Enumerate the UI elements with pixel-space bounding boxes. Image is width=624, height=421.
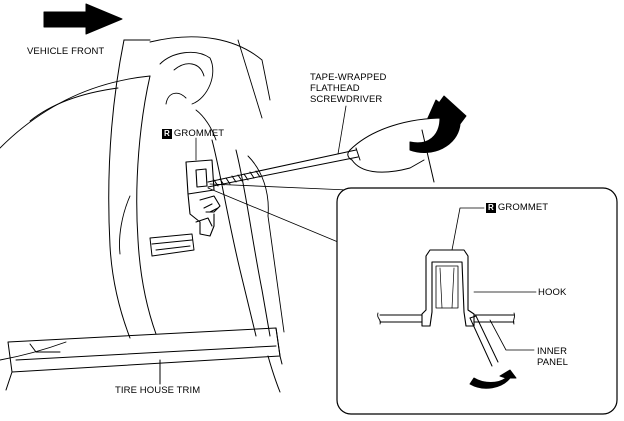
- rotation-arrow-detail-icon: [469, 369, 517, 389]
- tool-label-line-2: FLATHEAD: [310, 83, 360, 94]
- tool-label-line-1: TAPE-WRAPPED: [310, 72, 387, 83]
- leader-lines: [159, 105, 347, 383]
- rotation-arrow-main-icon: [409, 95, 467, 153]
- pillar-panel: [108, 39, 271, 339]
- inner-panel-label-line-2: PANEL: [537, 357, 568, 368]
- grommet-label-text: GROMMET: [173, 128, 225, 139]
- grommet-part: [185, 159, 221, 237]
- tire-house-trim: [5, 327, 283, 393]
- detail-box: [336, 187, 618, 415]
- screwdriver: [207, 117, 457, 188]
- inner-panel-label-line-1: INNER: [537, 346, 568, 357]
- hook-label: HOOK: [538, 287, 567, 298]
- detail-grommet-side-badge: R: [486, 203, 496, 213]
- vehicle-front-arrow-icon: [43, 3, 123, 35]
- vehicle-front-label: VEHICLE FRONT: [27, 46, 105, 57]
- inner-panel-label: INNER PANEL: [537, 346, 568, 368]
- detail-grommet-label-text: GROMMET: [497, 202, 549, 213]
- grommet-side-badge: R: [162, 129, 172, 139]
- zoom-lines: [207, 183, 349, 243]
- body-outline: [0, 36, 285, 361]
- tire-house-trim-label: TIRE HOUSE TRIM: [115, 385, 201, 396]
- tool-label-line-3: SCREWDRIVER: [310, 94, 383, 105]
- tool-label: TAPE-WRAPPED FLATHEAD SCREWDRIVER: [310, 72, 387, 105]
